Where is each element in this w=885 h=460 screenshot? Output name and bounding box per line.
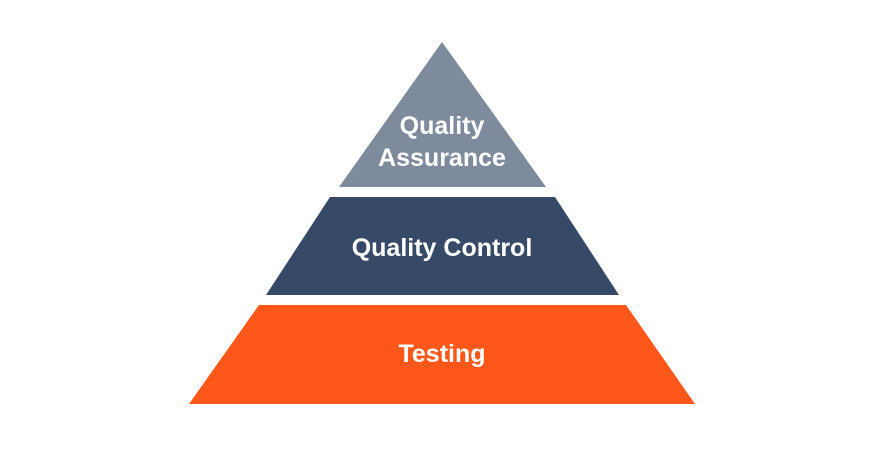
tier-label-line: Assurance bbox=[378, 144, 506, 172]
pyramid-tier-middle bbox=[266, 197, 619, 295]
tier-label-quality-control: Quality Control bbox=[292, 232, 592, 264]
tier-label-testing: Testing bbox=[292, 338, 592, 370]
tier-label-line: Quality Control bbox=[351, 234, 533, 262]
pyramid-tier-bottom bbox=[189, 305, 695, 404]
tier-label-line: Testing bbox=[398, 340, 486, 368]
pyramid-tier-top bbox=[339, 42, 546, 187]
tier-label-quality-assurance: Quality Assurance bbox=[342, 110, 542, 174]
tier-label-line: Quality bbox=[399, 112, 485, 140]
